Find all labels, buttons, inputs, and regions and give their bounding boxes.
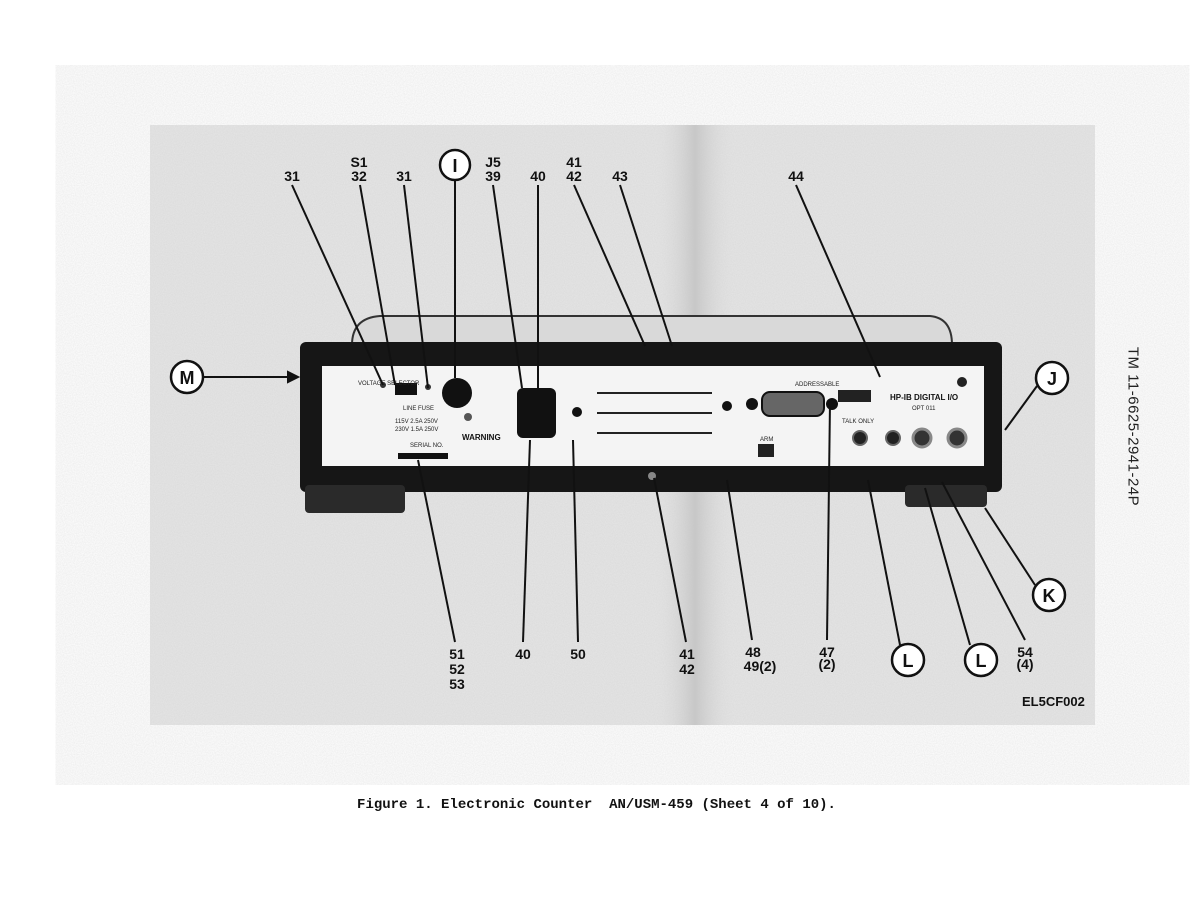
figure-id: EL5CF002 [1022, 694, 1085, 709]
callout-41: 41 [566, 154, 582, 170]
callout-42: 42 [566, 168, 582, 184]
callout-47-qty: (2) [818, 656, 835, 672]
callout-40: 40 [530, 168, 546, 184]
callout-41: 41 [679, 646, 695, 662]
callout-42: 42 [679, 661, 695, 677]
circled-ref-k: K [1043, 586, 1056, 606]
callout-44: 44 [788, 168, 804, 184]
warning-label: WARNING [462, 433, 501, 442]
voltage-selector-label: VOLTAGE SELECTOR [358, 381, 420, 387]
callout-48: 48 [745, 644, 761, 660]
callout-50: 50 [570, 646, 586, 662]
callout-52: 52 [449, 661, 465, 677]
fuse-rating-1: 115V 2.5A 250V [395, 419, 438, 425]
circled-ref-m: M [180, 368, 195, 388]
fuse-holder [442, 378, 472, 408]
arm-label: ARM [760, 437, 773, 443]
electronic-counter-rear-view: VOLTAGE SELECTOR LINE FUSE 115V 2.5A 250… [300, 315, 1002, 513]
callout-54: 54 [1017, 644, 1033, 660]
figure-caption: Figure 1. Electronic Counter AN/USM-459 … [357, 797, 836, 813]
callout-51: 51 [449, 646, 465, 662]
hpib-label: HP-IB DIGITAL I/O [890, 393, 958, 402]
callout-j5: J5 [485, 154, 501, 170]
talk-only-label: TALK ONLY [842, 419, 874, 425]
callout-s1: S1 [350, 154, 367, 170]
line-fuse-label: LINE FUSE [403, 406, 434, 412]
circled-ref-l: L [903, 651, 914, 671]
callout-43: 43 [612, 168, 628, 184]
power-connector [517, 388, 556, 438]
callout-32: 32 [351, 168, 367, 184]
callout-39: 39 [485, 168, 501, 184]
callout-53: 53 [449, 676, 465, 692]
opt-label: OPT 011 [912, 406, 936, 412]
callout-31: 31 [284, 168, 300, 184]
callout-40: 40 [515, 646, 531, 662]
addressable-label: ADDRESSABLE [795, 382, 839, 388]
fuse-rating-2: 230V 1.5A 250V [395, 427, 438, 433]
callout-47: 47 [819, 644, 835, 660]
callout-31: 31 [396, 168, 412, 184]
circled-ref-l: L [976, 651, 987, 671]
serial-no-label: SERIAL NO. [410, 443, 444, 449]
circled-ref-i: I [452, 156, 457, 176]
leader-lines [203, 181, 1038, 646]
hpib-connector [761, 391, 825, 417]
document-number: TM 11-6625-2941-24P [1124, 346, 1142, 507]
circled-ref-j: J [1047, 369, 1057, 389]
callout-49: 49(2) [744, 658, 777, 674]
callout-54-qty: (4) [1016, 656, 1033, 672]
